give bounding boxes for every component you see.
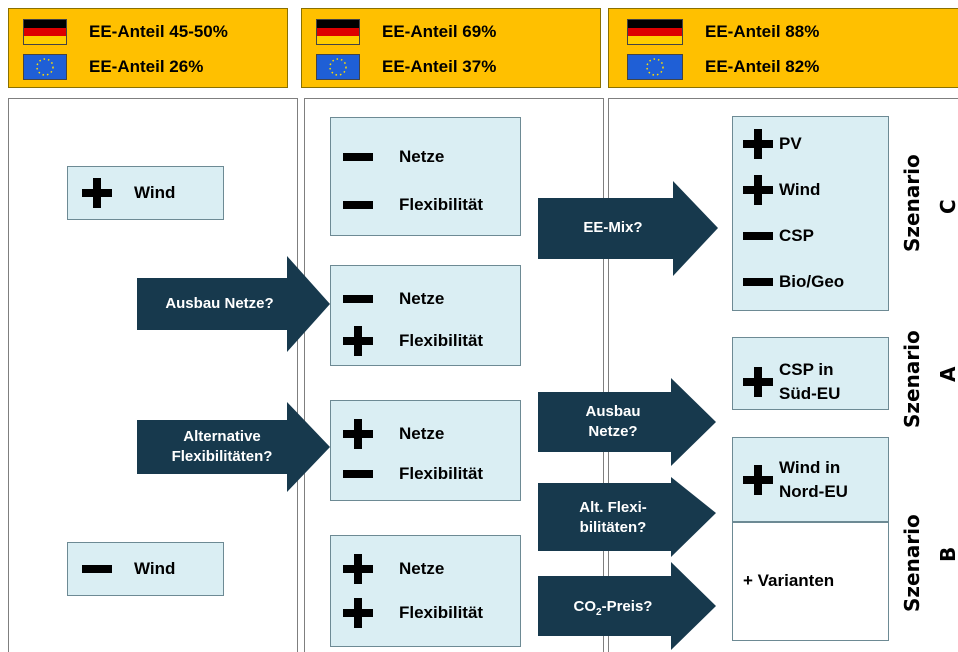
col2-box-1: Netze Flexibilität xyxy=(330,117,521,236)
arrow-label-line2: Flexibilitäten? xyxy=(171,448,273,465)
minus-icon xyxy=(343,459,373,489)
item-label: Netze xyxy=(399,424,445,443)
arrow-label: Ausbau Netze? xyxy=(165,295,274,312)
germany-flag-icon xyxy=(23,19,67,45)
germany-flag-icon xyxy=(627,19,683,45)
plus-icon xyxy=(743,129,773,159)
plus-icon xyxy=(343,598,373,628)
plus-icon xyxy=(743,175,773,205)
item-label: Flexibilität xyxy=(399,603,484,622)
arrow-ee-mix: EE-Mix? xyxy=(538,181,718,276)
eu-flag-icon xyxy=(627,54,683,80)
arrow-ausbau-netze-col2: Ausbau Netze? xyxy=(538,378,716,466)
arrow-label: CO2-Preis? xyxy=(573,598,653,618)
minus-icon xyxy=(343,142,373,172)
scenario-b-label: Szenario B xyxy=(900,514,958,612)
column-2-frame xyxy=(304,98,604,652)
germany-flag-icon xyxy=(316,19,360,45)
scenario-c-box: PV Wind CSP Bio/Geo xyxy=(732,116,889,311)
item-label: Netze xyxy=(399,559,445,578)
column-3-frame xyxy=(608,98,958,652)
item-label: Bio/Geo xyxy=(779,272,845,291)
minus-icon xyxy=(343,284,373,314)
plus-icon xyxy=(343,419,373,449)
scenario-a-box: CSP in Süd-EU xyxy=(732,337,889,410)
arrow-label-line1: Alt. Flexi- xyxy=(579,499,647,516)
arrow-alt-flex-col2: Alt. Flexi- bilitäten? xyxy=(538,477,716,565)
header-column-2: EE-Anteil 69% EE-Anteil 37% xyxy=(301,8,601,88)
col2-box-3: Netze Flexibilität xyxy=(330,400,521,501)
scenario-a-label: Szenario A xyxy=(900,330,958,428)
arrow-label-line1: Alternative xyxy=(183,428,261,445)
eu-share-label: EE-Anteil 82% xyxy=(705,57,820,76)
eu-flag-icon xyxy=(23,54,67,80)
item-label: Wind xyxy=(779,180,821,199)
plus-icon xyxy=(743,465,773,495)
col1-box-wind-plus: Wind xyxy=(67,166,224,220)
item-label-line1: CSP in xyxy=(779,360,834,379)
item-label: Netze xyxy=(399,289,445,308)
eu-share-label: EE-Anteil 26% xyxy=(89,57,204,76)
col2-box-2: Netze Flexibilität xyxy=(330,265,521,366)
scenario-b-box: Wind in Nord-EU xyxy=(732,437,889,522)
eu-share-label: EE-Anteil 37% xyxy=(382,57,497,76)
varianten-box: + Varianten xyxy=(732,522,889,641)
item-label: CSP xyxy=(779,226,814,245)
item-label: Flexibilität xyxy=(399,464,484,483)
item-label: PV xyxy=(779,134,802,153)
header-column-1: EE-Anteil 45-50% EE-Anteil 26% xyxy=(8,8,288,88)
arrow-label: EE-Mix? xyxy=(583,219,643,236)
arrow-label-line2: Netze? xyxy=(588,423,638,440)
item-label-line2: Süd-EU xyxy=(779,384,841,403)
plus-icon xyxy=(743,367,773,397)
header-column-3: EE-Anteil 88% EE-Anteil 82% xyxy=(608,8,958,88)
item-label-line2: Nord-EU xyxy=(779,482,848,501)
arrow-label-line2: bilitäten? xyxy=(579,519,647,536)
col1-box-wind-minus: Wind xyxy=(67,542,224,596)
de-share-label: EE-Anteil 88% xyxy=(705,22,820,41)
item-label: Wind xyxy=(134,183,176,202)
scenario-c-label: Szenario C xyxy=(900,154,958,252)
arrow-co2-preis: CO2-Preis? xyxy=(538,562,716,650)
varianten-label: + Varianten xyxy=(743,571,835,590)
de-share-label: EE-Anteil 69% xyxy=(382,22,497,41)
item-label: Flexibilität xyxy=(399,331,484,350)
col2-box-4: Netze Flexibilität xyxy=(330,535,521,647)
plus-icon xyxy=(343,554,373,584)
arrow-alt-flex-col1: Alternative Flexibilitäten? xyxy=(137,402,330,492)
arrow-ausbau-netze-col1: Ausbau Netze? xyxy=(137,256,330,352)
plus-icon xyxy=(343,326,373,356)
plus-icon xyxy=(82,178,112,208)
item-label: Wind xyxy=(134,559,176,578)
minus-icon xyxy=(82,554,112,584)
item-label: Netze xyxy=(399,147,445,166)
item-label-line1: Wind in xyxy=(779,458,841,477)
eu-flag-icon xyxy=(316,54,360,80)
column-1-frame xyxy=(8,98,298,652)
minus-icon xyxy=(743,267,773,297)
arrow-label-line1: Ausbau xyxy=(585,403,641,420)
item-label: Flexibilität xyxy=(399,195,484,214)
minus-icon xyxy=(343,190,373,220)
de-share-label: EE-Anteil 45-50% xyxy=(89,22,228,41)
minus-icon xyxy=(743,221,773,251)
